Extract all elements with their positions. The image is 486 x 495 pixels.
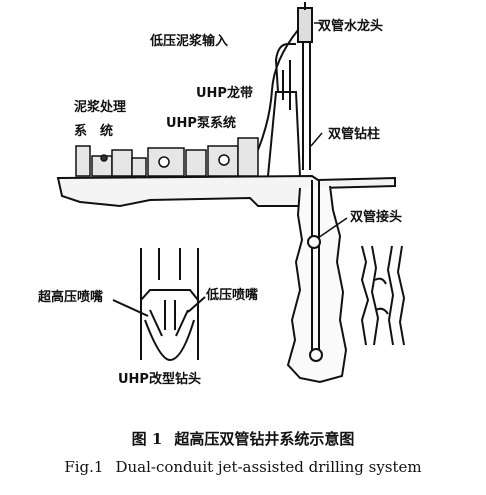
label-uhp-hose: UHP龙带	[196, 86, 253, 101]
uhp-hose	[257, 29, 299, 151]
caption-english: Fig.1 Dual-conduit jet-assisted drilling …	[0, 458, 486, 476]
caption-chinese: 图 1 超高压双管钻井系统示意图	[0, 428, 486, 449]
label-mud-system-2: 系 统	[74, 124, 114, 139]
swivel	[297, 2, 313, 43]
label-swivel: 双管水龙头	[318, 19, 384, 34]
borehole	[286, 185, 348, 384]
dual-joint	[307, 235, 321, 249]
label-low-nozzle: 低压喷嘴	[206, 288, 259, 303]
label-mud-system-1: 泥浆处理	[74, 100, 127, 115]
label-bit: UHP改型钻头	[118, 372, 201, 387]
leader-lines	[310, 22, 348, 239]
caption-cn-number: 图 1	[131, 430, 163, 448]
borehole-wall-detail	[360, 245, 406, 346]
drill-bit	[309, 348, 323, 362]
label-uhp-nozzle: 超高压喷嘴	[38, 290, 104, 305]
caption-cn-title: 超高压双管钻井系统示意图	[174, 430, 355, 448]
drill-string	[302, 42, 320, 350]
ground-surface	[56, 174, 396, 208]
caption-en-number: Fig.1	[64, 458, 104, 476]
bit-detail-inset	[112, 248, 206, 362]
mud-processing-equipment	[75, 145, 147, 177]
caption-en-title: Dual-conduit jet-assisted drilling syste…	[115, 458, 422, 476]
label-joint: 双管接头	[350, 210, 403, 225]
derrick	[267, 43, 301, 177]
label-mud-input: 低压泥浆输入	[150, 34, 229, 49]
label-drill-string: 双管钻柱	[328, 127, 381, 142]
label-uhp-pump: UHP泵系统	[166, 116, 236, 131]
uhp-pump-equipment	[147, 137, 259, 177]
